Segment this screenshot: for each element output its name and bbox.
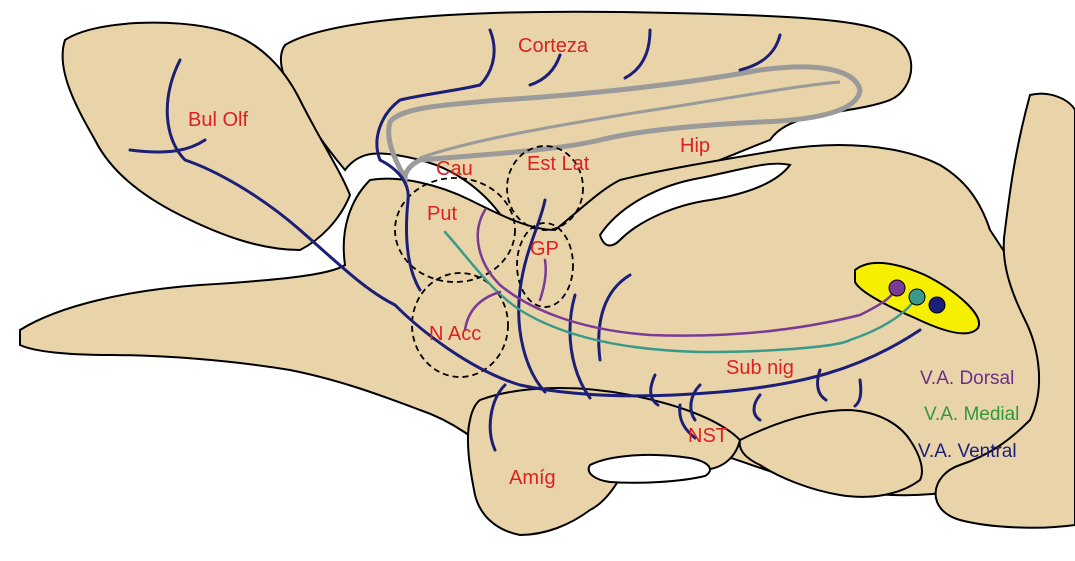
vta-ventral-dot xyxy=(929,297,945,313)
legend-ventral: V.A. Ventral xyxy=(918,441,1017,462)
legend-medial: V.A. Medial xyxy=(924,404,1019,425)
label-nst: NST xyxy=(688,425,728,447)
label-put: Put xyxy=(427,203,457,225)
label-corteza: Corteza xyxy=(518,35,589,57)
vta-medial-dot xyxy=(909,289,925,305)
label-hip: Hip xyxy=(680,135,710,157)
legend-dorsal: V.A. Dorsal xyxy=(920,368,1014,389)
label-est-lat: Est Lat xyxy=(527,153,590,175)
legend: V.A. Dorsal V.A. Medial V.A. Ventral xyxy=(918,368,1019,462)
label-sub-nig: Sub nig xyxy=(726,357,794,379)
label-n-acc: N Acc xyxy=(429,323,481,345)
label-cau: Cau xyxy=(436,158,473,180)
lower-gap xyxy=(589,455,710,483)
label-amig: Amíg xyxy=(509,467,556,489)
label-bul-olf: Bul Olf xyxy=(188,109,248,131)
label-gp: GP xyxy=(530,238,559,260)
vta-dorsal-dot xyxy=(889,280,905,296)
